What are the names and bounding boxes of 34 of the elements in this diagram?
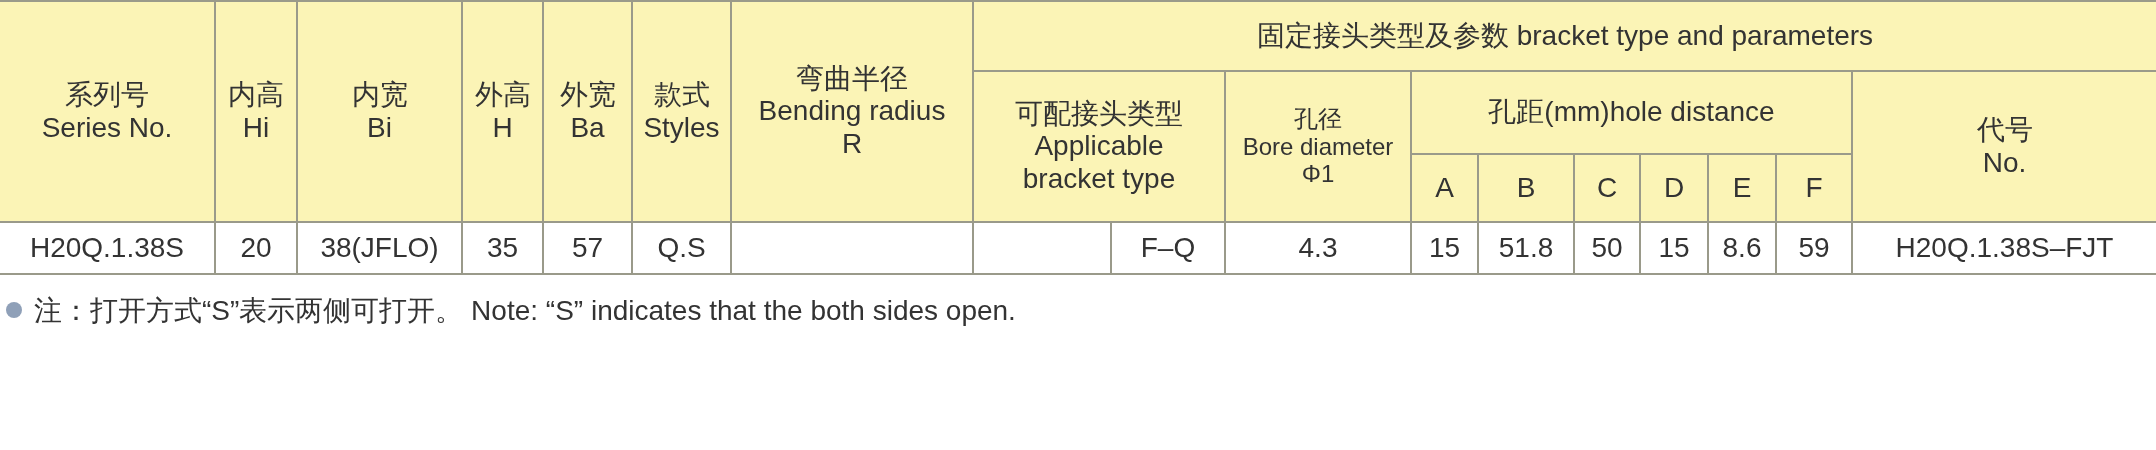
- table-cell: H20Q.1.38S–FJT: [1852, 222, 2156, 274]
- column-header: 代号 No.: [1852, 71, 2156, 222]
- table-cell: 59: [1776, 222, 1852, 274]
- column-header: 固定接头类型及参数 bracket type and parameters: [973, 1, 2156, 71]
- table-cell: 35: [462, 222, 543, 274]
- column-header: F: [1776, 154, 1852, 222]
- column-header: 可配接头类型 Applicable bracket type: [973, 71, 1225, 222]
- column-header: 孔径 Bore diameter Φ1: [1225, 71, 1411, 222]
- table-cell: 57: [543, 222, 632, 274]
- table-cell: Q.S: [632, 222, 731, 274]
- column-header: A: [1411, 154, 1478, 222]
- table-cell: 15: [1411, 222, 1478, 274]
- table-cell: 38(JFLO): [297, 222, 462, 274]
- column-header: 款式 Styles: [632, 1, 731, 222]
- table-cell: 8.6: [1708, 222, 1776, 274]
- column-header: C: [1574, 154, 1640, 222]
- column-header: 系列号 Series No.: [0, 1, 215, 222]
- column-header: 孔距(mm)hole distance: [1411, 71, 1852, 154]
- column-header: 外宽 Ba: [543, 1, 632, 222]
- footnote: 注：打开方式“S”表示两侧可打开。 Note: “S” indicates that the both sides open.: [34, 294, 1016, 328]
- table-cell: H20Q.1.38S: [0, 222, 215, 274]
- table-cell: 50: [1574, 222, 1640, 274]
- column-header: D: [1640, 154, 1708, 222]
- column-header: B: [1478, 154, 1574, 222]
- column-header: E: [1708, 154, 1776, 222]
- table-cell: 4.3: [1225, 222, 1411, 274]
- table-cell: F–Q: [1111, 222, 1225, 274]
- table-cell: 20: [215, 222, 297, 274]
- column-header: 内宽 Bi: [297, 1, 462, 222]
- table-cell: 51.8: [1478, 222, 1574, 274]
- column-header: 外高 H: [462, 1, 543, 222]
- column-header: 弯曲半径 Bending radius R: [731, 1, 973, 222]
- table-cell: 15: [1640, 222, 1708, 274]
- column-header: 内高 Hi: [215, 1, 297, 222]
